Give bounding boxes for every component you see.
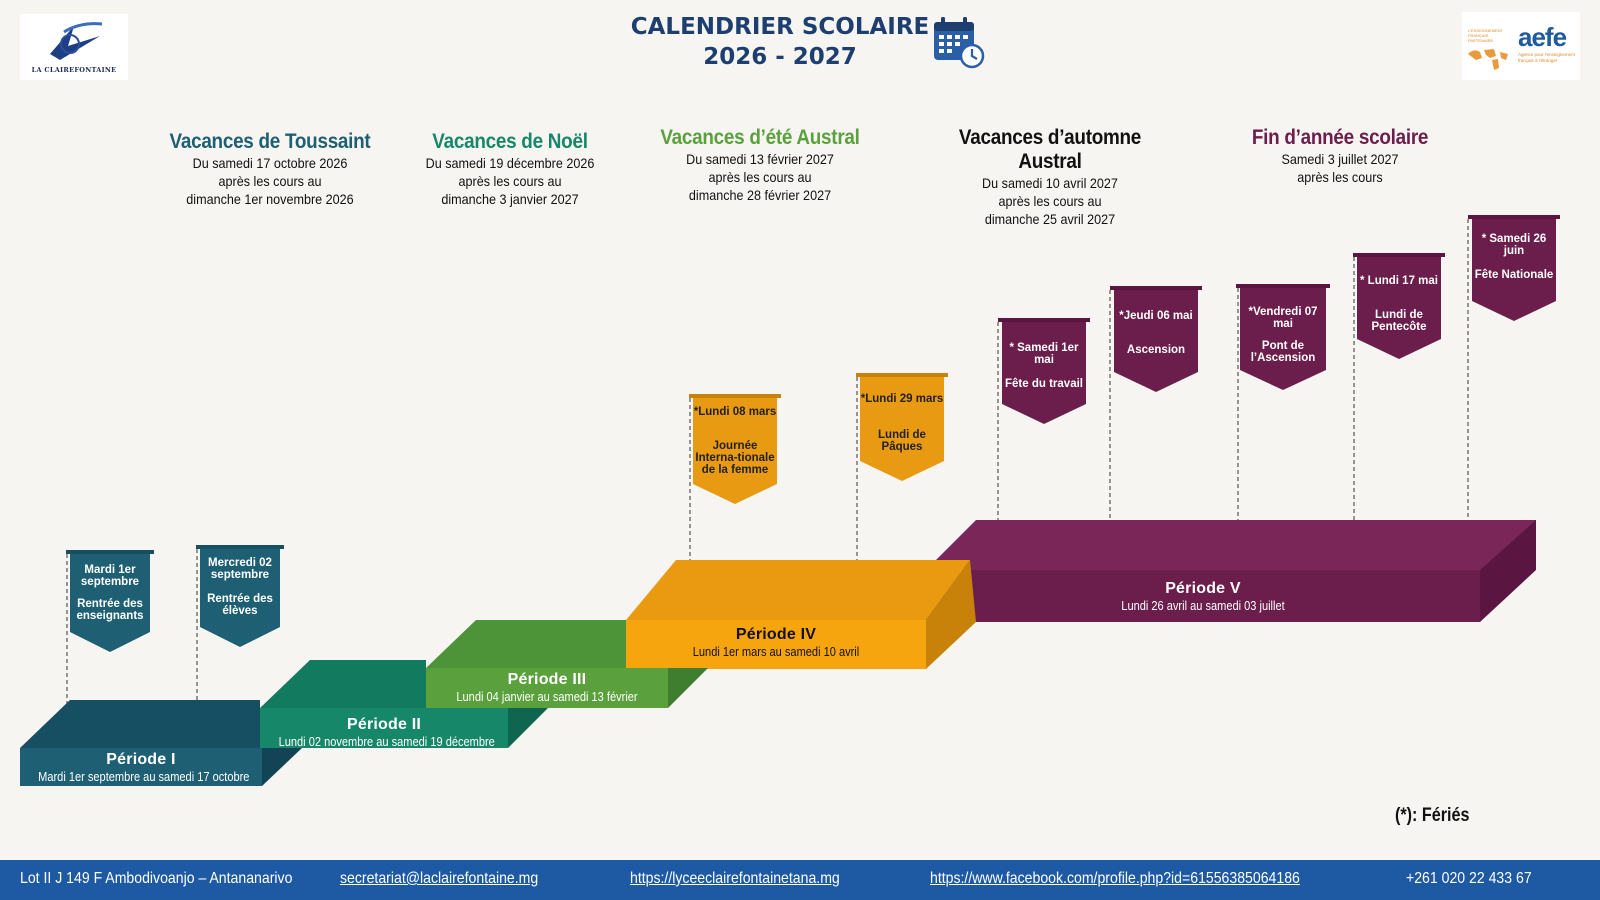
period-name: Période IV — [735, 626, 817, 643]
periods-staircase — [20, 219, 1536, 786]
holiday-line1: Du samedi 19 décembre 2026 — [425, 155, 595, 171]
world-map-icon — [1468, 49, 1508, 70]
holiday-line1: Du samedi 10 avril 2027 — [982, 175, 1118, 191]
period-dates: Lundi 04 janvier au samedi 13 février — [456, 689, 638, 704]
holiday-title: Vacances d’automne Austral — [958, 126, 1142, 173]
flag-fete-travail: * Samedi 1er mai Fête du travail — [998, 318, 1090, 424]
holiday-line3: dimanche 28 février 2027 — [688, 187, 832, 203]
flag-pont-ascension: *Vendredi 07 mai Pont de l’Ascension — [1236, 284, 1330, 390]
holiday-line1: Samedi 3 juillet 2027 — [1281, 151, 1399, 167]
period-dates: Mardi 1er septembre au samedi 17 octobre — [38, 769, 250, 784]
period-dates: Lundi 1er mars au samedi 10 avril — [692, 644, 860, 659]
flag-fete-nationale: * Samedi 26 juin Fête Nationale — [1468, 215, 1560, 321]
aefe-logo: L'ENSEIGNEMENT FRANÇAIS PARTENAIRE aefe … — [1462, 12, 1580, 80]
period-2: Période II Lundi 02 novembre au samedi 1… — [260, 716, 508, 749]
legend-feries: (*): Fériés — [1395, 805, 1470, 826]
holiday-automne-austral: Vacances d’automne Austral Du samedi 10 … — [920, 126, 1180, 228]
flag-ascension: *Jeudi 06 mai Ascension — [1110, 286, 1202, 392]
holiday-title: Fin d’année scolaire — [1251, 126, 1429, 149]
clairefontaine-logo-text: LA CLAIREFONTAINE — [31, 66, 117, 74]
flag-date: *Lundi 29 mars — [860, 393, 944, 405]
flag-date: *Jeudi 06 mai — [1119, 310, 1193, 322]
flag-label: Journée Interna-tionale de la femme — [695, 440, 775, 476]
period-dates: Lundi 02 novembre au samedi 19 décembre — [278, 734, 495, 749]
holiday-noel: Vacances de Noël Du samedi 19 décembre 2… — [380, 130, 640, 208]
holiday-toussaint: Vacances de Toussaint Du samedi 17 octob… — [140, 130, 400, 208]
footer-website-link[interactable]: https://lyceeclairefontainetana.mg — [630, 870, 840, 887]
title-line2: 2026 - 2027 — [703, 44, 857, 70]
holiday-line1: Du samedi 13 février 2027 — [686, 151, 834, 167]
flag-label: Lundi de Pentecôte — [1371, 309, 1427, 333]
holiday-title: Vacances de Toussaint — [169, 130, 371, 153]
flag-rentree-eleves: Mercredi 02 septembre Rentrée des élèves — [196, 545, 284, 647]
flag-lundi-pentecote: * Lundi 17 mai Lundi de Pentecôte — [1353, 253, 1445, 359]
flag-rentree-enseignants: Mardi 1er septembre Rentrée des enseigna… — [66, 550, 154, 652]
period-dates: Lundi 26 avril au samedi 03 juillet — [1121, 598, 1285, 613]
flag-date: *Lundi 08 mars — [693, 406, 777, 418]
holiday-line2: après les cours — [1297, 169, 1383, 185]
aefe-logo-subtitle: Agence pour l'enseignement français à l'… — [1518, 52, 1575, 63]
flag-label: Ascension — [1126, 344, 1186, 356]
footer-phone: +261 020 22 433 67 — [1406, 870, 1532, 887]
flag-date: * Lundi 17 mai — [1360, 275, 1438, 287]
holiday-line2: après les cours au — [458, 173, 562, 189]
period-name: Période II — [346, 716, 422, 733]
flag-label: Pont de l’Ascension — [1250, 340, 1316, 364]
holiday-line3: dimanche 1er novembre 2026 — [186, 191, 354, 207]
footer-address: Lot II J 149 F Ambodivoanjo – Antananari… — [20, 870, 293, 887]
period-4: Période IV Lundi 1er mars au samedi 10 a… — [626, 626, 926, 659]
holiday-line1: Du samedi 17 octobre 2026 — [192, 155, 348, 171]
holiday-line2: après les cours au — [998, 193, 1102, 209]
title-line1: CALENDRIER SCOLAIRE — [630, 14, 930, 40]
aefe-logo-tagline: L'ENSEIGNEMENT FRANÇAIS PARTENAIRE — [1468, 28, 1503, 43]
flag-label: Fête du travail — [1005, 378, 1083, 390]
clairefontaine-emblem-icon — [50, 22, 103, 60]
period-name: Période V — [1165, 580, 1241, 597]
period-name: Période III — [507, 671, 587, 688]
calendar-clock-icon — [930, 14, 986, 70]
holiday-ete-austral: Vacances d’été Austral Du samedi 13 févr… — [630, 126, 890, 204]
period-5: Période V Lundi 26 avril au samedi 03 ju… — [926, 580, 1480, 613]
flag-journee-femme: *Lundi 08 mars Journée Interna-tionale d… — [689, 394, 781, 504]
page-title: CALENDRIER SCOLAIRE 2026 - 2027 — [600, 12, 960, 72]
aefe-logo-name: aefe — [1518, 22, 1567, 52]
footer-bar: Lot II J 149 F Ambodivoanjo – Antananari… — [0, 860, 1600, 900]
holiday-line2: après les cours au — [708, 169, 812, 185]
footer-facebook-link[interactable]: https://www.facebook.com/profile.php?id=… — [930, 870, 1300, 887]
holiday-line3: dimanche 25 avril 2027 — [984, 211, 1116, 227]
period-name: Période I — [106, 751, 176, 768]
flag-label: Lundi de Pâques — [878, 429, 926, 453]
flag-date: Mardi 1er septembre — [80, 564, 140, 588]
flag-date: *Vendredi 07 mai — [1248, 306, 1318, 330]
period-1: Période I Mardi 1er septembre au samedi … — [20, 751, 262, 784]
flag-date: * Samedi 1er mai — [1009, 342, 1079, 366]
flag-lundi-paques: *Lundi 29 mars Lundi de Pâques — [856, 373, 948, 481]
holiday-title: Vacances d’été Austral — [660, 126, 860, 149]
flag-date: Mercredi 02 septembre — [208, 557, 272, 581]
flag-label: Fête Nationale — [1474, 269, 1554, 281]
flag-poles — [66, 219, 1469, 726]
holiday-title: Vacances de Noël — [432, 130, 588, 153]
footer-email-link[interactable]: secretariat@laclairefontaine.mg — [340, 870, 539, 887]
holiday-fin-annee: Fin d’année scolaire Samedi 3 juillet 20… — [1210, 126, 1470, 186]
period-3: Période III Lundi 04 janvier au samedi 1… — [426, 671, 668, 704]
clairefontaine-logo: LA CLAIREFONTAINE — [20, 14, 128, 80]
flag-label: Rentrée des enseignants — [76, 598, 144, 622]
holiday-line2: après les cours au — [218, 173, 322, 189]
flag-label: Rentrée des élèves — [207, 593, 273, 617]
flag-date: * Samedi 26 juin — [1481, 233, 1547, 257]
holiday-line3: dimanche 3 janvier 2027 — [441, 191, 579, 207]
